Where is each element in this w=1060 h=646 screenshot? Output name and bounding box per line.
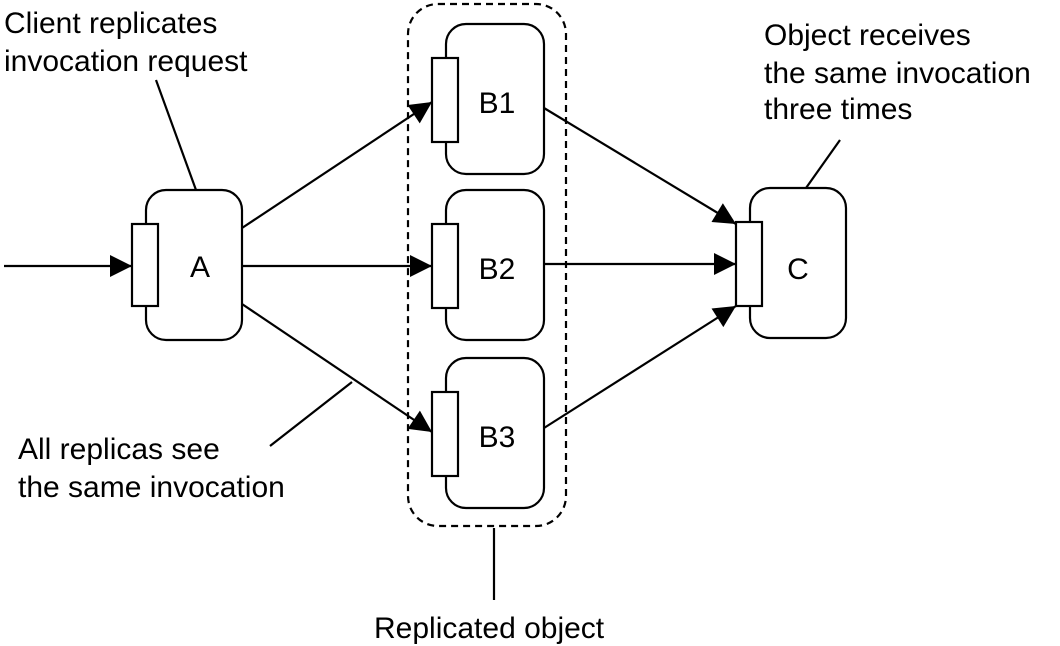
node-b3: B3 [430,356,546,510]
arrow-a-to-b1 [241,101,433,229]
node-b1: B1 [430,22,546,176]
annotation-object-receives: Object receives the same invocation thre… [764,19,1039,126]
annotation-client-replicates: Client replicates invocation request [4,7,248,78]
node-a: A [130,188,244,342]
arrow-b3-to-c [543,305,737,429]
node-b2-port [430,222,460,310]
node-b2: B2 [430,188,546,342]
arrow-a-to-b3 [241,303,433,433]
node-b3-port [430,390,460,478]
node-c-label: C [787,253,809,286]
node-b1-port [430,56,460,144]
leader-all-replicas [269,381,353,447]
node-a-port [130,222,160,308]
leader-object-receives [805,139,841,189]
node-b1-label: B1 [479,87,516,120]
arrow-b1-to-c [543,107,737,225]
node-c-port [734,220,764,308]
node-b2-label: B2 [479,253,516,286]
leader-client-replicates [154,79,198,191]
annotation-all-replicas: All replicas see the same invocation [18,433,285,504]
node-c: C [734,186,848,340]
node-b3-label: B3 [479,421,516,454]
annotation-replicated-object: Replicated object [374,612,605,645]
node-a-label: A [190,251,210,284]
